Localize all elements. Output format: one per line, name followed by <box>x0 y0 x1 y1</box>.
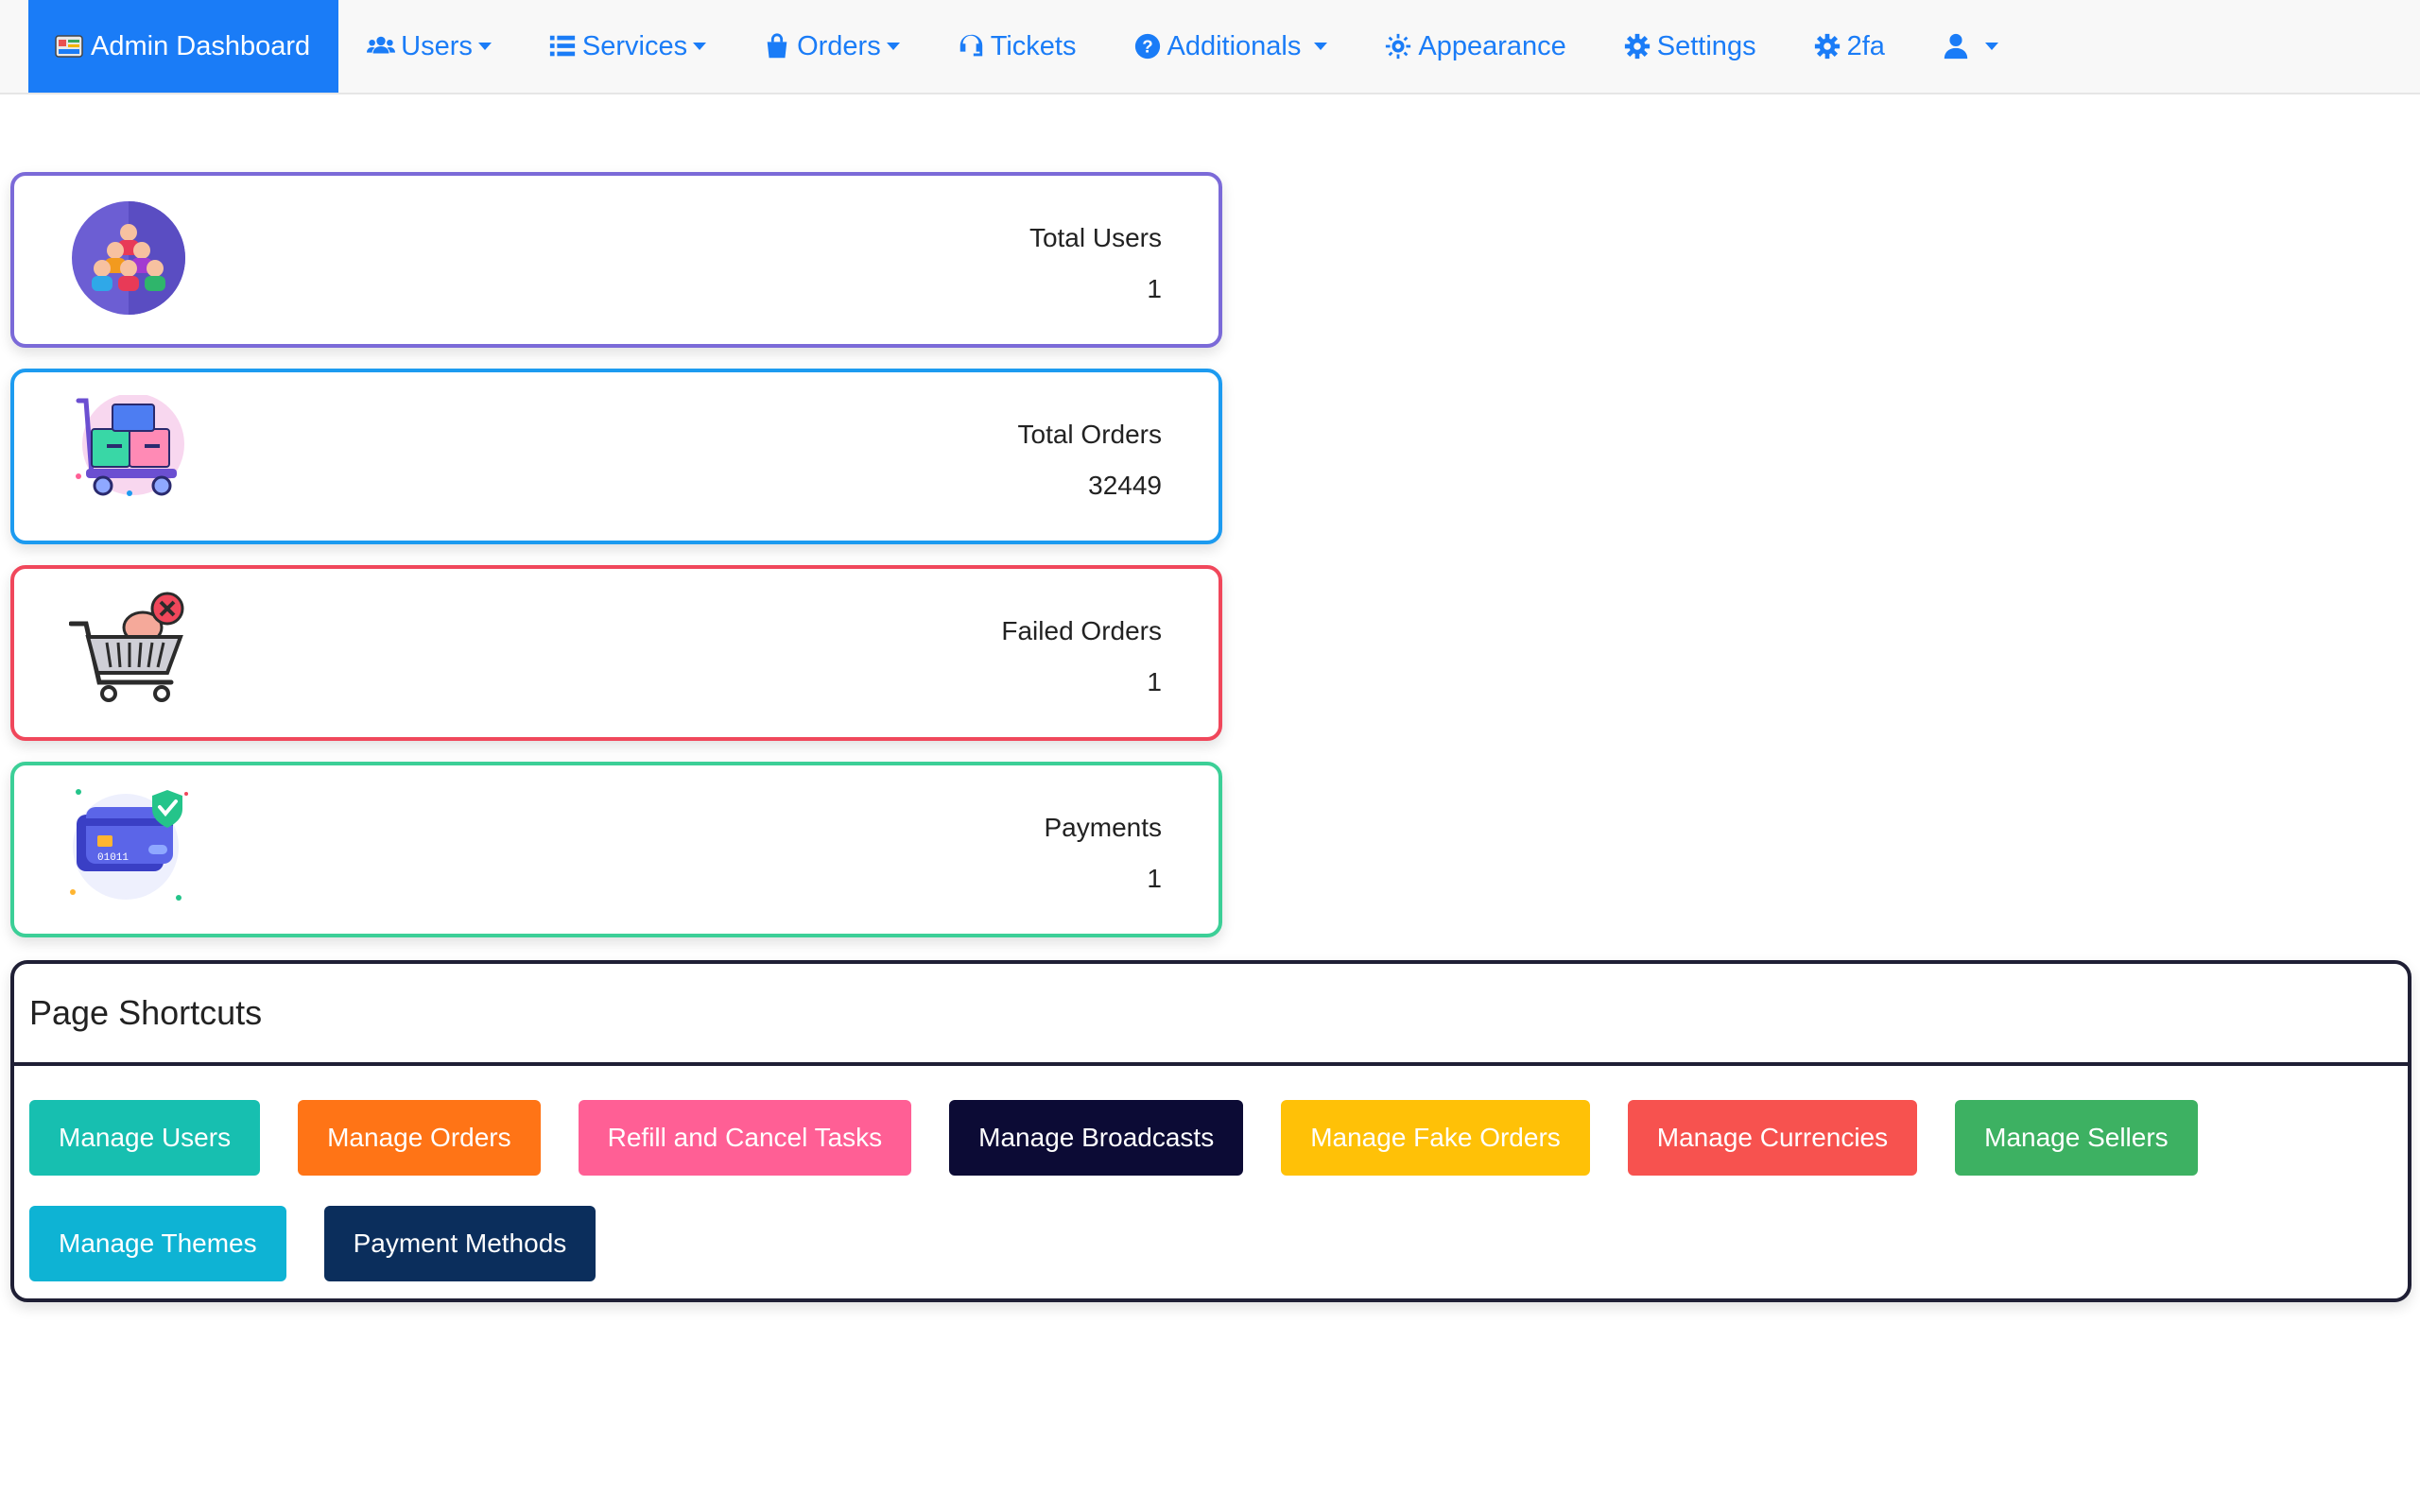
delivery-cart-icon <box>76 395 184 496</box>
payments-card: 01011 Payments 1 <box>10 762 1222 937</box>
chevron-down-icon <box>477 43 492 50</box>
nav-2fa-label: 2fa <box>1846 30 1885 61</box>
manage-currencies-button[interactable]: Manage Currencies <box>1627 1100 1918 1176</box>
user-icon <box>1944 33 1968 60</box>
total-orders-label: Total Orders <box>1017 420 1163 449</box>
nav-additionals-label: Additionals <box>1167 30 1302 61</box>
nav-settings-label: Settings <box>1656 30 1756 61</box>
shortcut-buttons: Manage Users Manage Orders Refill and Ca… <box>14 1066 2408 1312</box>
manage-broadcasts-button[interactable]: Manage Broadcasts <box>949 1100 1244 1176</box>
failed-orders-label: Failed Orders <box>1001 616 1162 645</box>
gear-icon <box>1624 33 1650 60</box>
users-icon <box>367 36 396 54</box>
chevron-down-icon <box>1314 43 1328 50</box>
refill-and-cancel-tasks-button[interactable]: Refill and Cancel Tasks <box>578 1100 912 1176</box>
page-shortcuts-panel: Page Shortcuts Manage Users Manage Order… <box>10 960 2411 1302</box>
top-navbar: Admin Dashboard Users Services Orders <box>0 0 2420 94</box>
dashboard-logo-icon <box>55 35 83 58</box>
total-users-value: 1 <box>1147 274 1162 303</box>
nav-appearance-label: Appearance <box>1418 30 1566 61</box>
failed-orders-card: Failed Orders 1 <box>10 565 1222 741</box>
manage-sellers-button[interactable]: Manage Sellers <box>1955 1100 2198 1176</box>
nav-orders-label: Orders <box>797 30 881 61</box>
sun-gear-icon <box>1386 33 1411 60</box>
nav-users[interactable]: Users <box>338 0 520 93</box>
nav-tickets[interactable]: Tickets <box>928 0 1105 93</box>
nav-user-menu[interactable] <box>1913 0 2027 93</box>
nav-services-label: Services <box>581 30 688 61</box>
total-orders-value: 32449 <box>1088 471 1162 500</box>
page-shortcuts-title: Page Shortcuts <box>14 964 2408 1066</box>
nav-settings[interactable]: Settings <box>1595 0 1785 93</box>
manage-orders-button[interactable]: Manage Orders <box>298 1100 541 1176</box>
credit-card-shield-icon: 01011 <box>70 789 188 901</box>
nav-users-label: Users <box>401 30 473 61</box>
payments-value: 1 <box>1147 864 1162 893</box>
shopping-cart-failed-icon <box>69 592 184 702</box>
admin-dashboard-link[interactable]: Admin Dashboard <box>28 0 339 93</box>
payment-methods-button[interactable]: Payment Methods <box>323 1206 596 1281</box>
headset-icon <box>959 34 982 57</box>
users-group-icon <box>72 201 185 315</box>
chevron-down-icon <box>1984 43 1998 50</box>
brand-label: Admin Dashboard <box>91 30 311 61</box>
question-circle-icon: ? <box>1134 33 1160 60</box>
stats-cards: Total Users 1 Total Orders 32449 <box>10 172 1222 958</box>
failed-orders-value: 1 <box>1147 667 1162 696</box>
chevron-down-icon <box>886 43 900 50</box>
total-orders-card: Total Orders 32449 <box>10 369 1222 544</box>
nav-appearance[interactable]: Appearance <box>1356 0 1594 93</box>
svg-text:?: ? <box>1142 37 1152 57</box>
gear-icon <box>1814 33 1840 60</box>
manage-fake-orders-button[interactable]: Manage Fake Orders <box>1281 1100 1590 1176</box>
total-users-label: Total Users <box>1028 223 1162 252</box>
chevron-down-icon <box>693 43 707 50</box>
nav-tickets-label: Tickets <box>990 30 1077 61</box>
manage-themes-button[interactable]: Manage Themes <box>29 1206 286 1281</box>
svg-text:01011: 01011 <box>97 852 129 864</box>
nav-services[interactable]: Services <box>520 0 735 93</box>
nav-2fa[interactable]: 2fa <box>1785 0 1913 93</box>
shopping-bag-icon <box>767 33 787 59</box>
payments-label: Payments <box>1044 813 1163 842</box>
list-icon <box>549 35 575 57</box>
manage-users-button[interactable]: Manage Users <box>29 1100 261 1176</box>
nav-orders[interactable]: Orders <box>735 0 928 93</box>
nav-additionals[interactable]: ? Additionals <box>1105 0 1357 93</box>
total-users-card: Total Users 1 <box>10 172 1222 348</box>
